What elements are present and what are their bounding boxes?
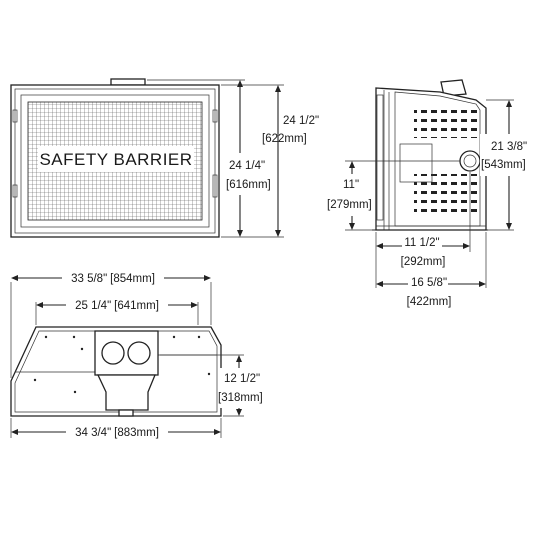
flue-opening-right	[127, 341, 151, 365]
side-height-imperial: 21 3/8"	[491, 141, 527, 153]
top-width-top-metric: [854mm]	[110, 273, 155, 285]
side-vent-height-metric: [279mm]	[327, 199, 372, 211]
vent-opening	[459, 150, 481, 172]
front-height-outer-imperial: 24 1/2"	[283, 115, 319, 127]
front-height-outer-metric: [622mm]	[262, 133, 307, 145]
front-height-inner-imperial: 24 1/4"	[229, 160, 265, 172]
top-width-inner-imperial: 25 1/4"	[75, 300, 111, 312]
flue-opening-left	[101, 341, 125, 365]
top-width-top-label: 33 5/8"[854mm]	[71, 273, 155, 285]
top-depth-metric: [318mm]	[218, 392, 263, 404]
top-view: 33 5/8"[854mm] 25 1/4"[641mm] 12 1/2" [3…	[10, 270, 266, 439]
top-width-bottom-imperial: 34 3/4"	[75, 427, 111, 439]
top-width-top-imperial: 33 5/8"	[71, 273, 107, 285]
top-width-bottom-label: 34 3/4"[883mm]	[75, 427, 159, 439]
side-depth-vent-imperial: 11 1/2"	[404, 237, 439, 249]
side-vent-height-imperial: 11"	[343, 179, 359, 191]
side-view: 21 3/8" [543mm] 11" [279mm] 11 1/2" [292…	[326, 79, 532, 308]
side-depth-total-imperial: 16 5/8"	[411, 277, 447, 289]
front-height-inner-metric: [616mm]	[226, 179, 271, 191]
side-depth-total-metric: [422mm]	[407, 296, 452, 308]
side-depth-vent-metric: [292mm]	[401, 256, 446, 268]
top-width-bottom-metric: [883mm]	[114, 427, 159, 439]
top-depth-imperial: 12 1/2"	[224, 373, 260, 385]
safety-barrier-label: SAFETY BARRIER	[39, 150, 192, 169]
side-height-metric: [543mm]	[481, 159, 526, 171]
front-view: SAFETY BARRIER 24 1/2" [622mm] 24 1/4" […	[10, 78, 319, 238]
top-width-inner-metric: [641mm]	[114, 300, 159, 312]
top-width-inner-label: 25 1/4"[641mm]	[75, 300, 159, 312]
